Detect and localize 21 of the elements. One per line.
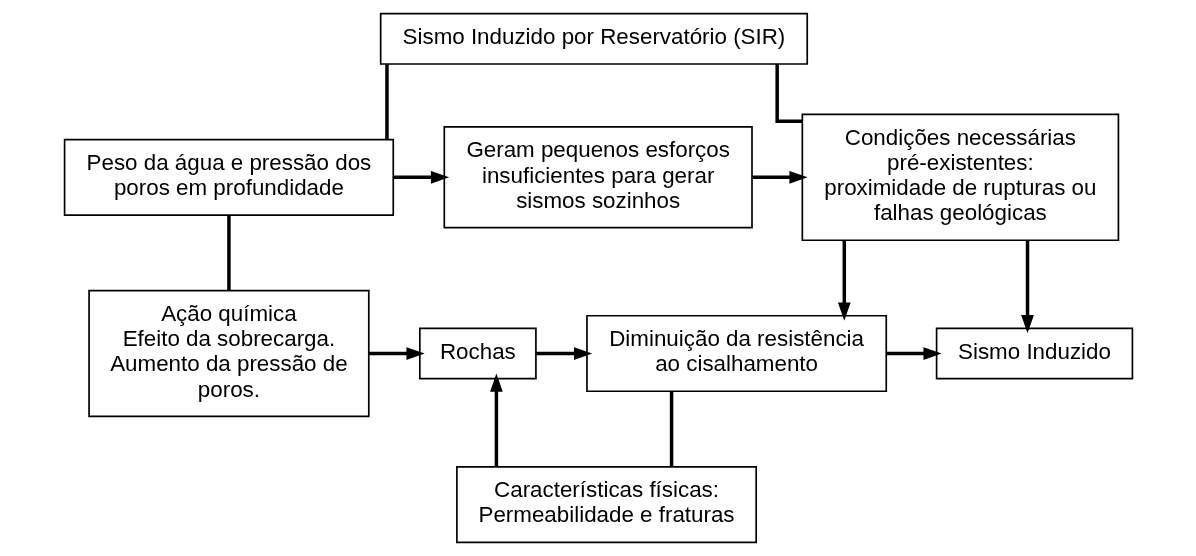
arrow [489,373,503,467]
arrow [751,170,808,184]
connector [226,215,231,291]
connector [774,64,802,124]
arrow [885,347,942,360]
node-box: Rochas [418,327,537,380]
node-box: Ação química Efeito da sobrecarga. Aumento da pressão de poros. [87,289,370,418]
node-box: Peso da água e pressão dos poros em profundidade [63,138,394,216]
connector [669,391,673,467]
node-box: Geram pequenos esforços insuficientes para gerar sismos sozinhos [442,126,753,229]
arrow [368,347,425,360]
node-box: Condições necessárias pré-existentes: proximidade de rupturas ou falhas geológicas [801,113,1119,242]
arrow [1020,240,1034,334]
node-box: Sismo Induzido [935,327,1133,380]
connector [384,64,389,140]
arrow [837,240,851,321]
arrow [535,347,592,360]
node-box: Características físicas: Permeabilidade e fraturas [455,465,757,544]
arrow [393,170,449,184]
node-box: Sismo Induzido por Reservatório (SIR) [379,12,808,65]
node-box: Diminuição da resistência ao cisalhamento [585,314,887,393]
